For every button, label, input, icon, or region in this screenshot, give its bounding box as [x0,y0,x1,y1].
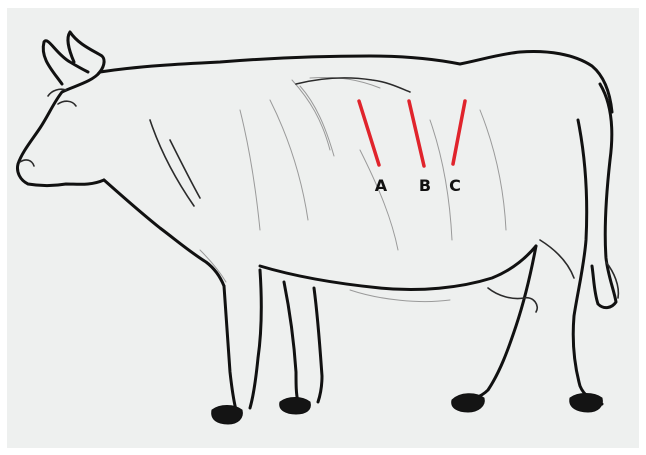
marker-label-a: A [375,176,388,195]
cow-outline-icon [17,32,618,424]
marker-line-a [359,101,379,165]
marker-line-c [453,101,465,164]
marker-label-c: C [449,176,461,195]
marker-label-b: B [419,176,431,195]
marker-line-b [409,101,424,166]
